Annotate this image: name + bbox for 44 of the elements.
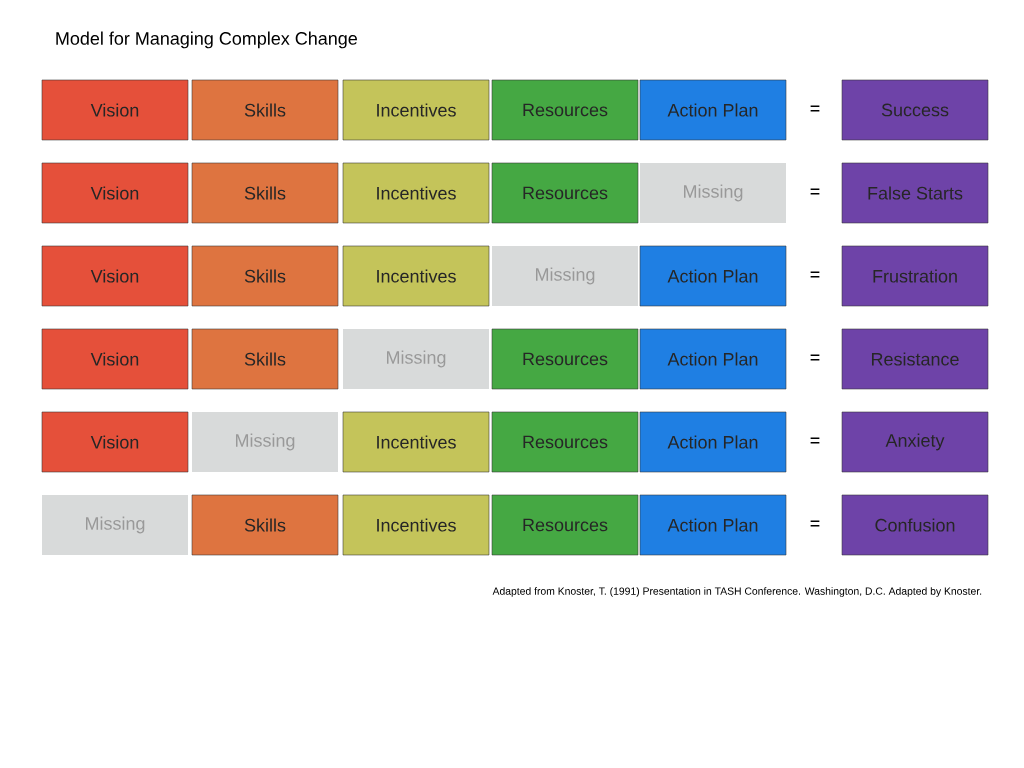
factor-box: Vision: [41, 411, 189, 473]
caption: Adapted from Knoster, T. (1991) Presentation in TASH Conference. Washington, D.C. Adapted by Knoster.: [492, 587, 982, 597]
factor-box: Action Plan: [639, 411, 787, 473]
result-box: Resistance: [841, 328, 989, 390]
factor-box: Action Plan: [639, 494, 787, 556]
factor-box: Action Plan: [639, 245, 787, 307]
title: Model for Managing Complex Change: [56, 31, 357, 49]
result-box: False Starts: [841, 162, 989, 224]
result-box: Success: [841, 79, 989, 141]
result-box: Confusion: [841, 494, 989, 556]
factor-box: Skills: [191, 79, 339, 141]
factor-box: Vision: [41, 245, 189, 307]
factor-box: Incentives: [342, 162, 490, 224]
factor-box: Vision: [41, 79, 189, 141]
missing-box: Missing: [640, 163, 786, 223]
factor-box: Vision: [41, 162, 189, 224]
factor-box: Vision: [41, 328, 189, 390]
missing-box: Missing: [492, 246, 638, 306]
missing-box: Missing: [42, 495, 188, 555]
equals-sign: =: [810, 188, 820, 195]
result-box: Frustration: [841, 245, 989, 307]
missing-box: Missing: [192, 412, 338, 472]
equals-sign: =: [810, 437, 820, 444]
factor-box: Incentives: [342, 79, 490, 141]
factor-box: Resources: [491, 328, 639, 390]
factor-box: Resources: [491, 494, 639, 556]
factor-box: Incentives: [342, 494, 490, 556]
equals-sign: =: [810, 354, 820, 361]
equals-sign: =: [810, 105, 820, 112]
factor-box: Action Plan: [639, 328, 787, 390]
factor-box: Resources: [491, 411, 639, 473]
factor-box: Skills: [191, 328, 339, 390]
factor-box: Incentives: [342, 411, 490, 473]
factor-box: Resources: [491, 79, 639, 141]
factor-box: Incentives: [342, 245, 490, 307]
factor-box: Skills: [191, 162, 339, 224]
equals-sign: =: [810, 271, 820, 278]
factor-box: Skills: [191, 494, 339, 556]
factor-box: Skills: [191, 245, 339, 307]
equals-sign: =: [810, 520, 820, 527]
missing-box: Missing: [343, 329, 489, 389]
result-box: Anxiety: [841, 411, 989, 473]
factor-box: Action Plan: [639, 79, 787, 141]
factor-box: Resources: [491, 162, 639, 224]
